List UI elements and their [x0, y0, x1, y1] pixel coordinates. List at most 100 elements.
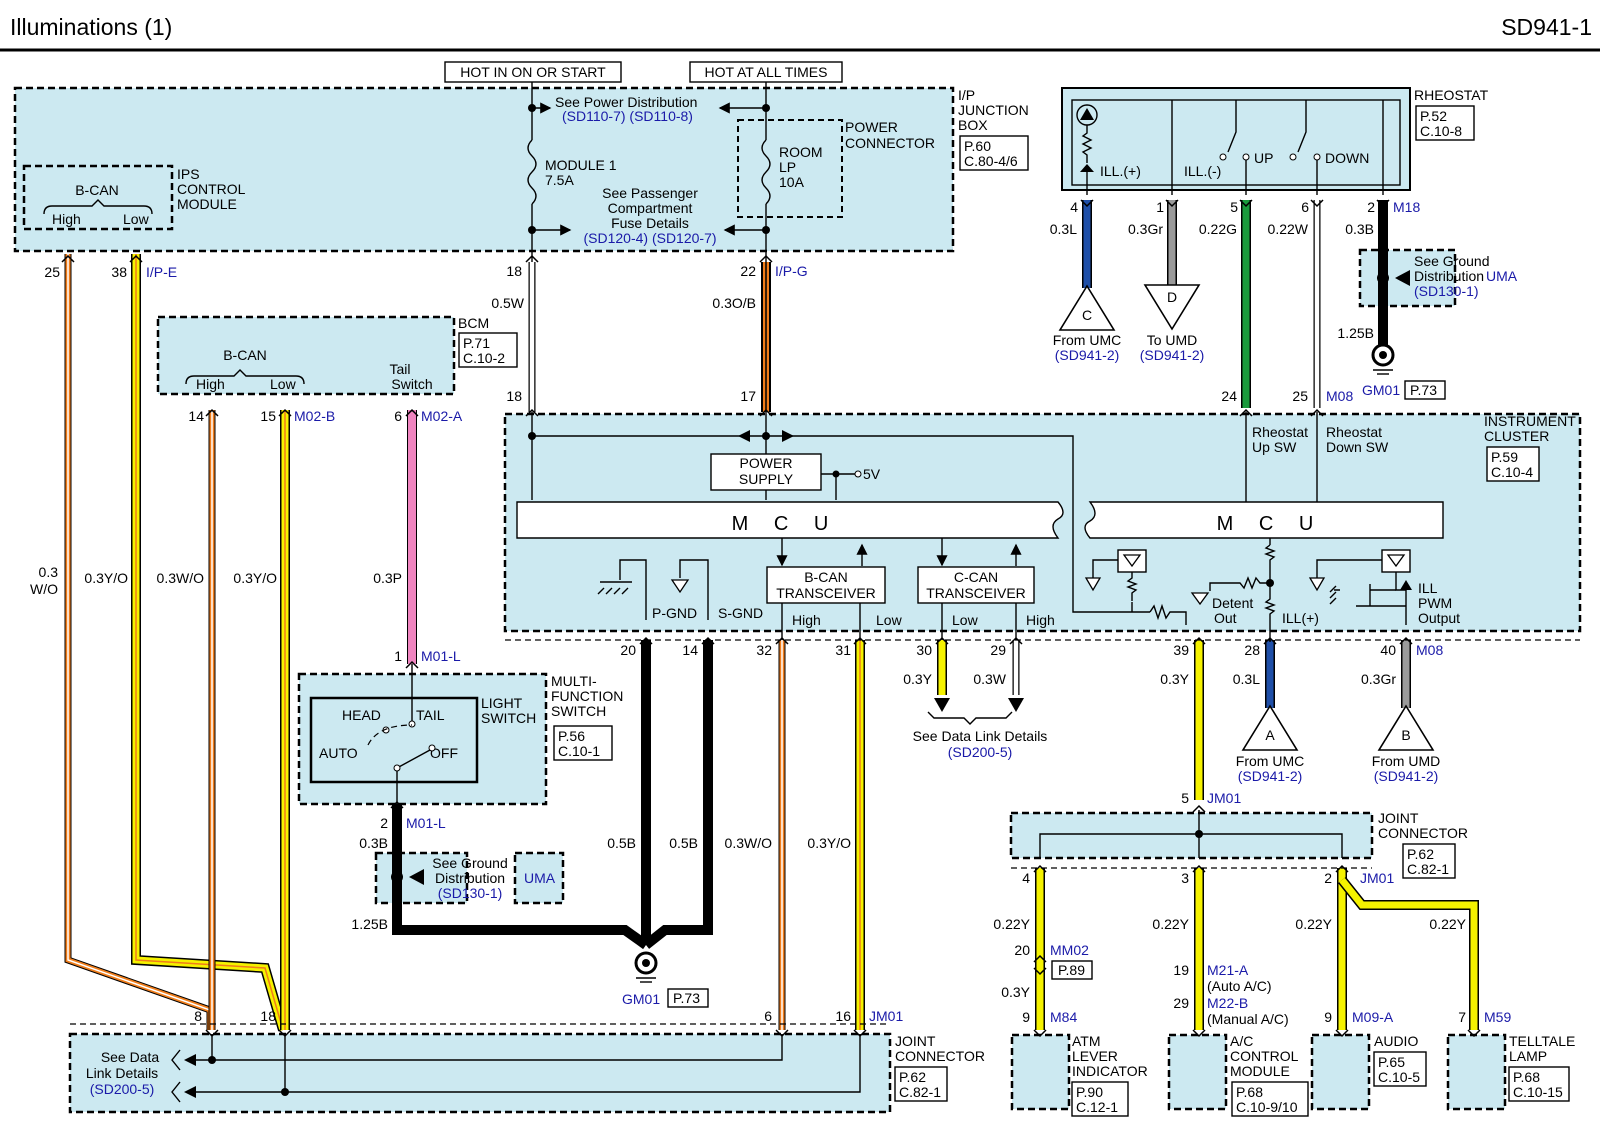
detent-2: Out — [1214, 610, 1237, 626]
ic-conn-m08-top: M08 — [1326, 388, 1353, 404]
rheo-up-l2: Up SW — [1252, 439, 1297, 455]
power-supply-l1: POWER — [740, 455, 793, 471]
ac-ref-2: C.10-9/10 — [1236, 1099, 1298, 1115]
atm-ref-1: P.90 — [1076, 1084, 1103, 1100]
mm02-pin-9: 9 — [1022, 1009, 1030, 1025]
atm-ref-2: C.12-1 — [1076, 1099, 1118, 1115]
svg-text:(SD941-2): (SD941-2) — [1238, 768, 1303, 784]
mfs-ref-2: C.10-1 — [558, 743, 600, 759]
ground-r-l1: See Ground — [1414, 253, 1490, 269]
ic-pin-40: 40 — [1380, 642, 1396, 658]
ic-pin-18: 18 — [506, 388, 522, 404]
light-switch-2: SWITCH — [481, 710, 536, 726]
fuse1-line2: 7.5A — [545, 172, 574, 188]
ground-l-ref: (SD130-1) — [438, 885, 503, 901]
fuse2-line2: LP — [779, 159, 796, 175]
telltale-ref-1: P.68 — [1513, 1069, 1540, 1085]
jr-ref-2: C.82-1 — [1407, 861, 1449, 877]
w-03gr-40: 0.3Gr — [1361, 671, 1396, 687]
ic-pin-17: 17 — [740, 388, 756, 404]
jr-label-2: CONNECTOR — [1378, 825, 1468, 841]
rheo-up: UP — [1254, 150, 1273, 166]
page-title: Illuminations (1) — [10, 14, 172, 40]
ic-pin-14: 14 — [682, 642, 698, 658]
telltale-lamp-box — [1446, 1033, 1507, 1111]
w-03y-atm: 0.3Y — [1001, 984, 1030, 1000]
telltale-ref-2: C.10-15 — [1513, 1084, 1563, 1100]
ac-control-module-box — [1167, 1033, 1228, 1111]
mcu-left-label: M C U — [732, 513, 839, 535]
ac-conn-2: M22-B — [1207, 995, 1248, 1011]
detent-1: Detent — [1212, 595, 1253, 611]
ic-pin-39: 39 — [1173, 642, 1189, 658]
ips-low: Low — [123, 211, 150, 227]
w-03-a: 0.3 — [39, 564, 59, 580]
atm-label-3: INDICATOR — [1072, 1063, 1148, 1079]
ill-plus: ILL(+) — [1282, 610, 1319, 626]
mm02-ref: P.89 — [1058, 962, 1085, 978]
uma-box-left — [513, 851, 565, 905]
ic-pin-28: 28 — [1244, 642, 1260, 658]
jl-pin-8: 8 — [194, 1008, 202, 1024]
rheo-ref-2: C.10-8 — [1420, 123, 1462, 139]
w-03y-ccan: 0.3Y — [903, 671, 932, 687]
mfs-pin-2: 2 — [380, 815, 388, 831]
gm01-center: GM01 — [622, 991, 660, 1007]
mfs-off: OFF — [430, 745, 458, 761]
w-03l: 0.3L — [1050, 221, 1077, 237]
jr-pin-5: 5 — [1181, 790, 1189, 806]
ground-l-l1: See Ground — [432, 855, 508, 871]
svg-text:B: B — [1401, 727, 1410, 743]
dl-ref: (SD200-5) — [948, 744, 1013, 760]
svg-text:From UMC: From UMC — [1236, 753, 1304, 769]
bcan-tr-2: TRANSCEIVER — [776, 585, 876, 601]
jb-label-2: JUNCTION — [958, 102, 1029, 118]
jr-conn-in: JM01 — [1207, 790, 1241, 806]
light-switch-1: LIGHT — [481, 695, 523, 711]
connector-b: B From UMD (SD941-2) — [1372, 704, 1440, 784]
ccan-tr-1: C-CAN — [954, 569, 998, 585]
ips-label-1: IPS — [177, 166, 200, 182]
telltale-pin: 7 — [1458, 1009, 1466, 1025]
rheostat-box — [1061, 87, 1411, 191]
w-05b-a: 0.5B — [607, 835, 636, 851]
ic-ref-1: P.59 — [1491, 449, 1518, 465]
rheo-conn: M18 — [1393, 199, 1420, 215]
ic-pin-20: 20 — [620, 642, 636, 658]
jb-conn-ipg: I/P-G — [775, 263, 808, 279]
ips-bcan: B-CAN — [75, 182, 119, 198]
mfs-label-1: MULTI- — [551, 673, 597, 689]
ground-l-l2: Distribution — [435, 870, 505, 886]
bcm-tail-2: Switch — [391, 376, 432, 392]
bcan-high: High — [792, 612, 821, 628]
ic-label-1: INSTRUMENT — [1484, 413, 1576, 429]
ic-pin-24: 24 — [1221, 388, 1237, 404]
atm-lever-indicator-box — [1010, 1033, 1071, 1111]
rheo-ref-1: P.52 — [1420, 108, 1447, 124]
ips-control-module — [22, 164, 174, 231]
mfs-label-3: SWITCH — [551, 703, 606, 719]
ips-high: High — [52, 211, 81, 227]
telltale-conn: M59 — [1484, 1009, 1511, 1025]
rheo-down: DOWN — [1325, 150, 1369, 166]
rheo-down-l2: Down SW — [1326, 439, 1389, 455]
fuse1-line1: MODULE 1 — [545, 157, 617, 173]
jl-label-1: JOINT — [895, 1033, 936, 1049]
ic-pin-31: 31 — [835, 642, 851, 658]
bcm-bcan: B-CAN — [223, 347, 267, 363]
joint-connector-right — [1009, 811, 1374, 860]
hot-all-times-label: HOT AT ALL TIMES — [705, 64, 828, 80]
rheo-pin-6: 6 — [1301, 199, 1309, 215]
rheo-up-l1: Rheostat — [1252, 424, 1308, 440]
ac-note-1: (Auto A/C) — [1207, 978, 1272, 994]
header: Illuminations (1) SD941-1 — [0, 14, 1600, 52]
w-03wo-b: 0.3W/O — [157, 570, 205, 586]
svg-text:A: A — [1265, 727, 1275, 743]
bcm-box — [156, 315, 456, 396]
bcm-low: Low — [270, 376, 297, 392]
jl-pin-18: 18 — [260, 1008, 276, 1024]
jr-pin-4: 4 — [1022, 870, 1030, 886]
w-03b: 0.3B — [1345, 221, 1374, 237]
jr-label-1: JOINT — [1378, 810, 1419, 826]
